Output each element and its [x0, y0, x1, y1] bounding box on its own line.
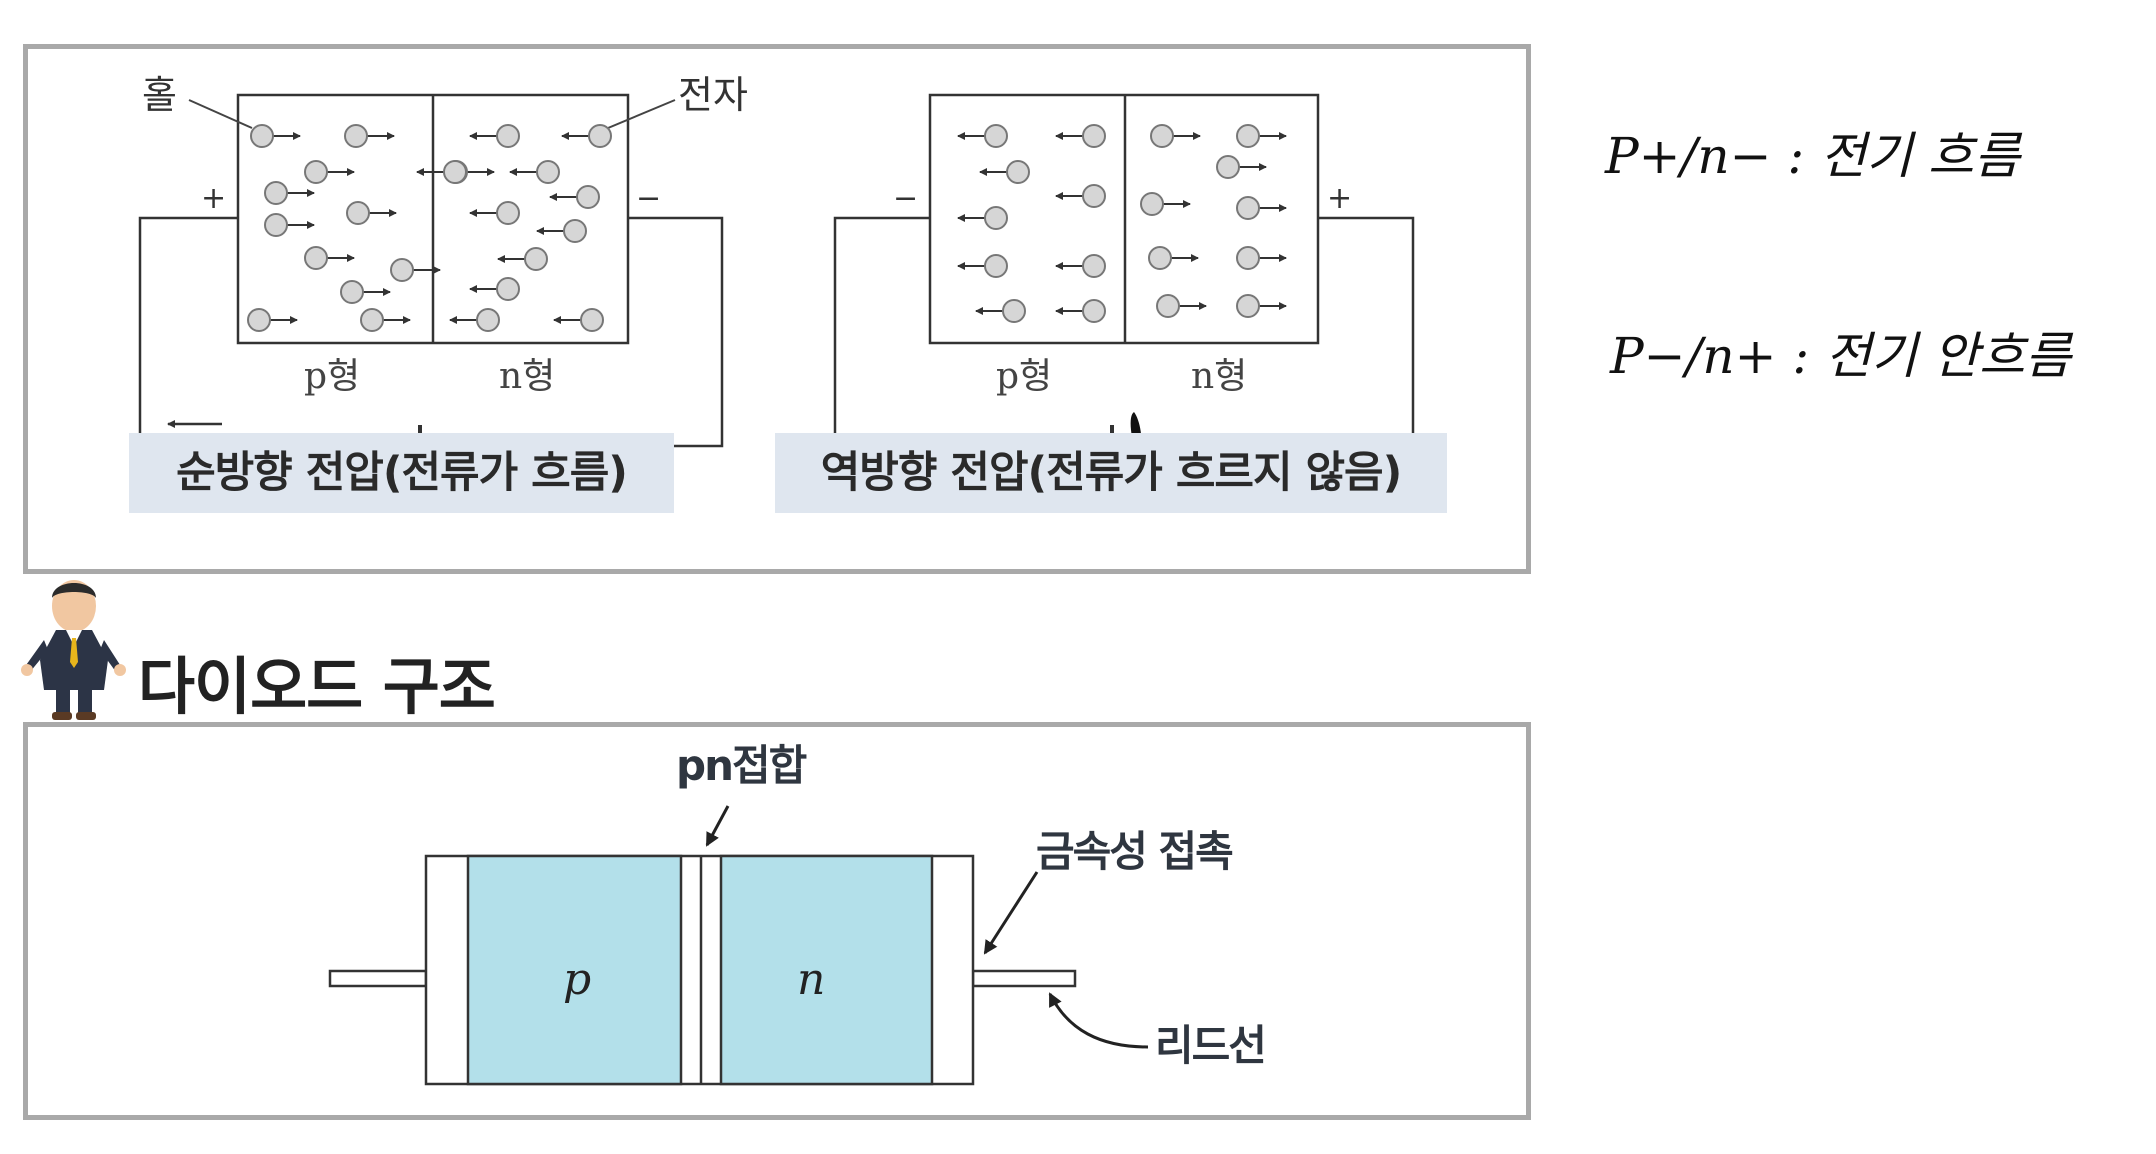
- reverse-bias-diagram: [833, 93, 1415, 490]
- hole-particle: [264, 213, 315, 237]
- electron-label: 전자: [678, 73, 748, 117]
- hole-particle: [957, 206, 1008, 230]
- electron-particle: [469, 201, 520, 225]
- hole-particle: [1055, 254, 1106, 278]
- pn-junction-label: pn접합: [676, 741, 807, 790]
- hole-particle: [390, 258, 441, 282]
- electron-particle: [1150, 124, 1201, 148]
- electron-particle: [1236, 124, 1287, 148]
- hole-label: 홀: [142, 73, 177, 117]
- forward-bias-caption: 순방향 전압(전류가 흐름): [129, 433, 674, 513]
- p-region-label: p: [563, 954, 591, 1005]
- hole-particle: [264, 181, 315, 205]
- electron-particle: [469, 277, 520, 301]
- reverse-minus-sign: −: [893, 181, 918, 216]
- electron-particle: [1148, 246, 1199, 270]
- junction-arrow: [705, 805, 730, 847]
- handwritten-note-forward: P+/n− : 전기 흐름: [1605, 127, 2021, 185]
- electron-particle: [536, 219, 587, 243]
- diode-structure-title: 다이오드 구조: [138, 650, 496, 723]
- hole-particle: [975, 299, 1026, 323]
- n-region: [719, 854, 934, 1086]
- hole-particle: [957, 124, 1008, 148]
- hole-particle: [957, 254, 1008, 278]
- electron-particle: [1156, 294, 1207, 318]
- lead-wire-label: 리드선: [1155, 1021, 1265, 1070]
- electron-leader-line: [607, 99, 676, 129]
- hole-particle: [247, 308, 298, 332]
- contact-arrow: [983, 871, 1039, 955]
- reverse-plus-sign: +: [1327, 181, 1352, 216]
- hole-particle: [360, 308, 411, 332]
- electron-particle: [561, 124, 612, 148]
- hole-particle: [340, 280, 391, 304]
- hole-particle: [1055, 299, 1106, 323]
- hole-particle: [304, 246, 355, 270]
- left-lead-wire: [328, 969, 428, 988]
- reverse-bias-caption: 역방향 전압(전류가 흐르지 않음): [775, 433, 1447, 513]
- electron-particle: [449, 308, 500, 332]
- electron-particle: [553, 308, 604, 332]
- electron-particle: [469, 124, 520, 148]
- forward-p-type-label: p형: [304, 356, 360, 397]
- hole-particle: [1055, 124, 1106, 148]
- reverse-p-type-label: p형: [996, 356, 1052, 397]
- hole-particle: [344, 124, 395, 148]
- reverse-n-type-label: n형: [1191, 356, 1247, 397]
- electron-particle: [549, 185, 600, 209]
- electron-particle: [1236, 196, 1287, 220]
- reverse-carriers: [957, 124, 1287, 323]
- electron-particle: [497, 247, 548, 271]
- forward-carriers: [247, 124, 612, 332]
- electron-particle: [1216, 155, 1267, 179]
- forward-n-type-label: n형: [499, 356, 555, 397]
- electron-particle: [509, 160, 560, 184]
- hole-particle: [304, 160, 355, 184]
- electron-particle: [1140, 192, 1191, 216]
- forward-minus-sign: −: [636, 181, 661, 216]
- forward-plus-sign: +: [201, 181, 226, 216]
- lead-arrow: [1048, 992, 1149, 1049]
- handwritten-note-reverse: P−/n+ : 전기 안흐름: [1610, 327, 2072, 385]
- electron-particle: [1236, 294, 1287, 318]
- hole-particle: [1055, 184, 1106, 208]
- right-lead-wire: [971, 969, 1077, 988]
- hole-particle: [250, 124, 301, 148]
- electron-particle: [1236, 246, 1287, 270]
- p-region: [466, 854, 683, 1086]
- hole-particle: [979, 160, 1030, 184]
- hole-leader-line: [188, 99, 253, 129]
- hole-particle: [346, 201, 397, 225]
- electron-particle: [416, 160, 467, 184]
- metal-contact-label: 금속성 접촉: [1036, 827, 1233, 876]
- n-region-label: n: [797, 954, 825, 1005]
